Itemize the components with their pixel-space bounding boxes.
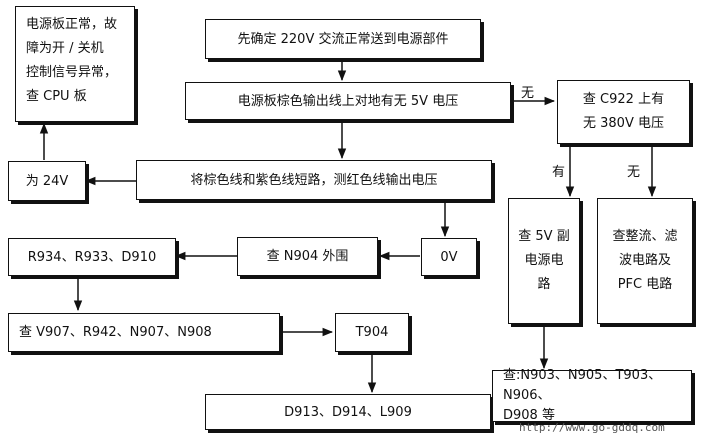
label-yes: 有 — [552, 165, 566, 180]
node-rect-filter: 查整流、滤 波电路及 PFC 电路 — [597, 198, 693, 324]
node-t904: T904 — [335, 313, 409, 352]
node-r934: R934、R933、D910 — [8, 238, 176, 276]
label-no-top: 无 — [521, 86, 535, 101]
watermark-url: http://www.go-gddq.com — [519, 421, 665, 434]
node-check-v907: 查 V907、R942、N907、N908 — [8, 313, 280, 352]
node-check-5v: 电源板棕色输出线上对地有无 5V 电压 — [185, 82, 511, 120]
node-is-24v: 为 24V — [8, 161, 86, 201]
node-check-n903: 查:N903、N905、T903、N906、 D908 等 — [492, 368, 692, 423]
node-confirm-220v: 先确定 220V 交流正常送到电源部件 — [205, 19, 481, 59]
node-d913: D913、D914、L909 — [205, 394, 491, 430]
label-no-right: 无 — [627, 165, 641, 180]
node-check-n904: 查 N904 外围 — [237, 237, 378, 276]
node-zero-v: 0V — [421, 238, 477, 276]
node-aux-5v: 查 5V 副 电源电 路 — [508, 198, 580, 324]
node-check-c922: 查 C922 上有 无 380V 电压 — [557, 80, 690, 144]
node-short-wires: 将棕色线和紫色线短路，测红色线输出电压 — [136, 160, 492, 200]
node-board-ok: 电源板正常，故 障为开 / 关机 控制信号异常， 查 CPU 板 — [15, 6, 135, 122]
